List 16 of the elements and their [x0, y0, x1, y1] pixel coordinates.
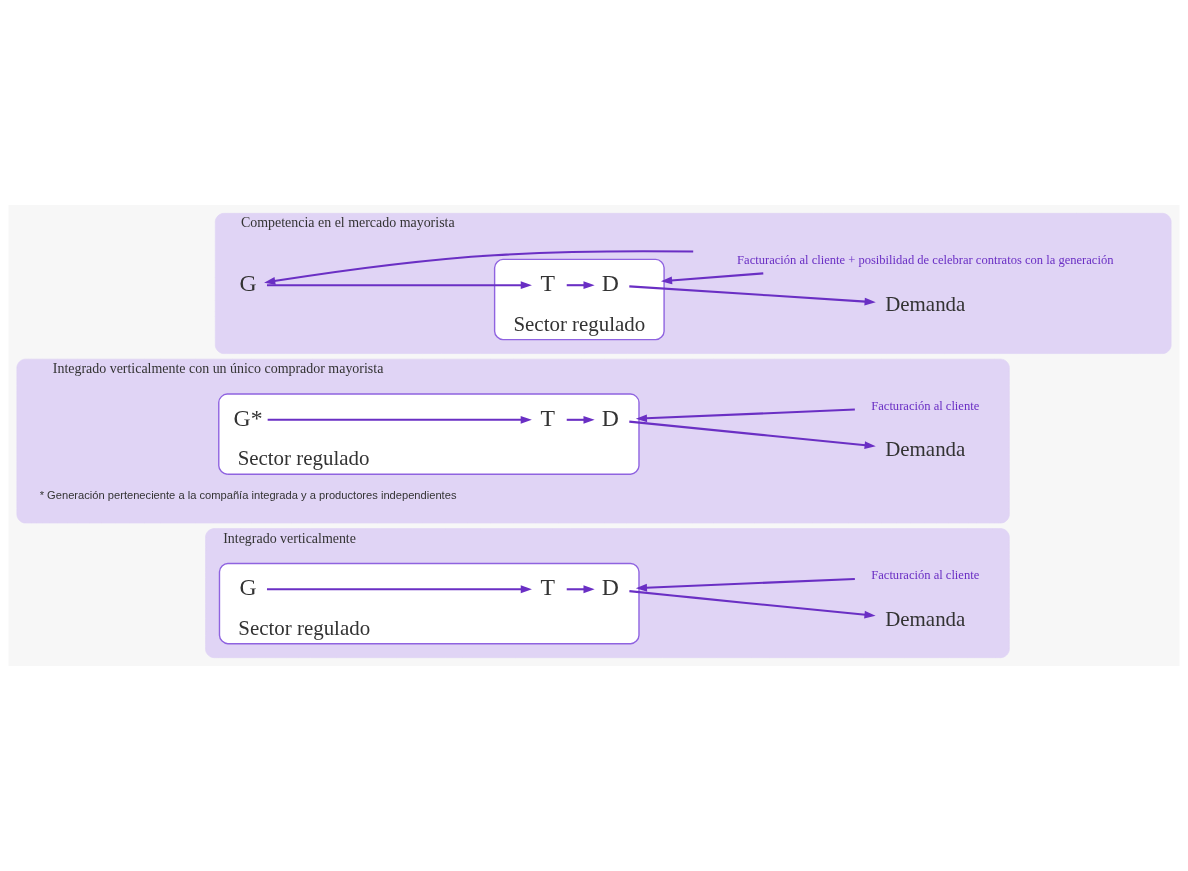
node-text: Facturación al cliente — [871, 398, 980, 413]
node-text: G — [239, 270, 257, 297]
node-text: D — [601, 574, 619, 601]
node-text: Demanda — [885, 606, 966, 631]
node-text: G* — [233, 404, 263, 431]
node-label: * Generación perteneciente a la compañía integrada y a productores independientes — [39, 489, 457, 502]
node-text: T — [540, 404, 555, 431]
node-text: D — [601, 270, 619, 297]
node-text: D — [601, 404, 619, 431]
node-text: Facturación al cliente — [871, 568, 980, 583]
node-text: G — [239, 574, 257, 601]
node-text: T — [540, 574, 555, 601]
node-text: Demanda — [885, 437, 966, 462]
node-text: Facturación al cliente + posibilidad de celebrar contratos con la generación — [737, 252, 1114, 267]
node-text: T — [540, 270, 555, 297]
node-text: Demanda — [885, 291, 966, 316]
